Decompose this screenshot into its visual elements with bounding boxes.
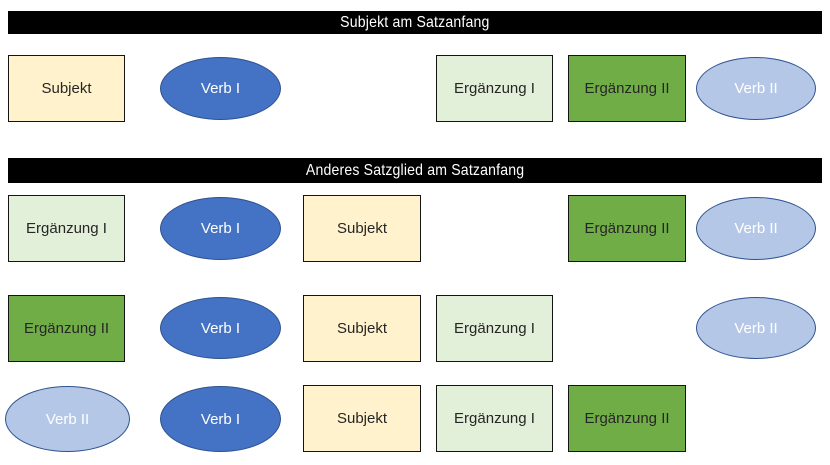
shape-ergaenzung-1: Ergänzung I bbox=[8, 195, 125, 262]
shape-verb-2: Verb II bbox=[696, 197, 816, 260]
shape-verb-1: Verb I bbox=[160, 297, 281, 359]
shape-label: Ergänzung II bbox=[584, 410, 670, 427]
shape-ergaenzung-2: Ergänzung II bbox=[8, 295, 125, 362]
shape-label: Ergänzung I bbox=[454, 410, 535, 427]
shape-label: Ergänzung II bbox=[23, 320, 110, 337]
banner-title: Subjekt am Satzanfang bbox=[340, 13, 490, 31]
shape-label: Ergänzung I bbox=[454, 320, 535, 337]
section-banner-anderes-satzglied: Anderes Satzglied am Satzanfang bbox=[8, 158, 822, 183]
shape-label: Ergänzung I bbox=[454, 80, 535, 97]
section-banner-subjekt-am-satzanfang: Subjekt am Satzanfang bbox=[8, 11, 822, 34]
shape-verb-2: Verb II bbox=[5, 386, 130, 452]
shape-label: Subjekt bbox=[336, 320, 388, 337]
shape-label: Verb I bbox=[200, 319, 241, 337]
shape-ergaenzung-2: Ergänzung II bbox=[568, 55, 686, 122]
shape-label: Verb II bbox=[45, 410, 90, 428]
shape-verb-2: Verb II bbox=[696, 297, 816, 359]
shape-label: Verb II bbox=[734, 319, 778, 337]
shape-label: Subjekt bbox=[336, 220, 388, 237]
shape-label: Verb I bbox=[200, 410, 241, 428]
shape-ergaenzung-2: Ergänzung II bbox=[568, 195, 686, 262]
shape-verb-1: Verb I bbox=[160, 386, 281, 452]
shape-label: Subjekt bbox=[41, 80, 92, 97]
shape-label: Ergänzung II bbox=[584, 80, 670, 97]
shape-label: Verb II bbox=[734, 220, 778, 237]
shape-label: Verb I bbox=[200, 80, 241, 97]
shape-label: Ergänzung II bbox=[584, 220, 670, 237]
shape-label: Ergänzung I bbox=[26, 220, 107, 237]
shape-label: Verb I bbox=[200, 220, 241, 237]
shape-verb-2: Verb II bbox=[696, 57, 816, 120]
shape-verb-1: Verb I bbox=[160, 57, 281, 120]
shape-ergaenzung-1: Ergänzung I bbox=[436, 385, 553, 452]
shape-ergaenzung-2: Ergänzung II bbox=[568, 385, 686, 452]
shape-subjekt: Subjekt bbox=[303, 385, 421, 452]
shape-label: Verb II bbox=[734, 80, 778, 97]
banner-title: Anderes Satzglied am Satzanfang bbox=[305, 161, 525, 179]
shape-verb-1: Verb I bbox=[160, 197, 281, 260]
shape-subjekt: Subjekt bbox=[303, 195, 421, 262]
shape-label: Subjekt bbox=[336, 410, 388, 427]
shape-subjekt: Subjekt bbox=[8, 55, 125, 122]
shape-ergaenzung-1: Ergänzung I bbox=[436, 55, 553, 122]
shape-subjekt: Subjekt bbox=[303, 295, 421, 362]
shape-ergaenzung-1: Ergänzung I bbox=[436, 295, 553, 362]
